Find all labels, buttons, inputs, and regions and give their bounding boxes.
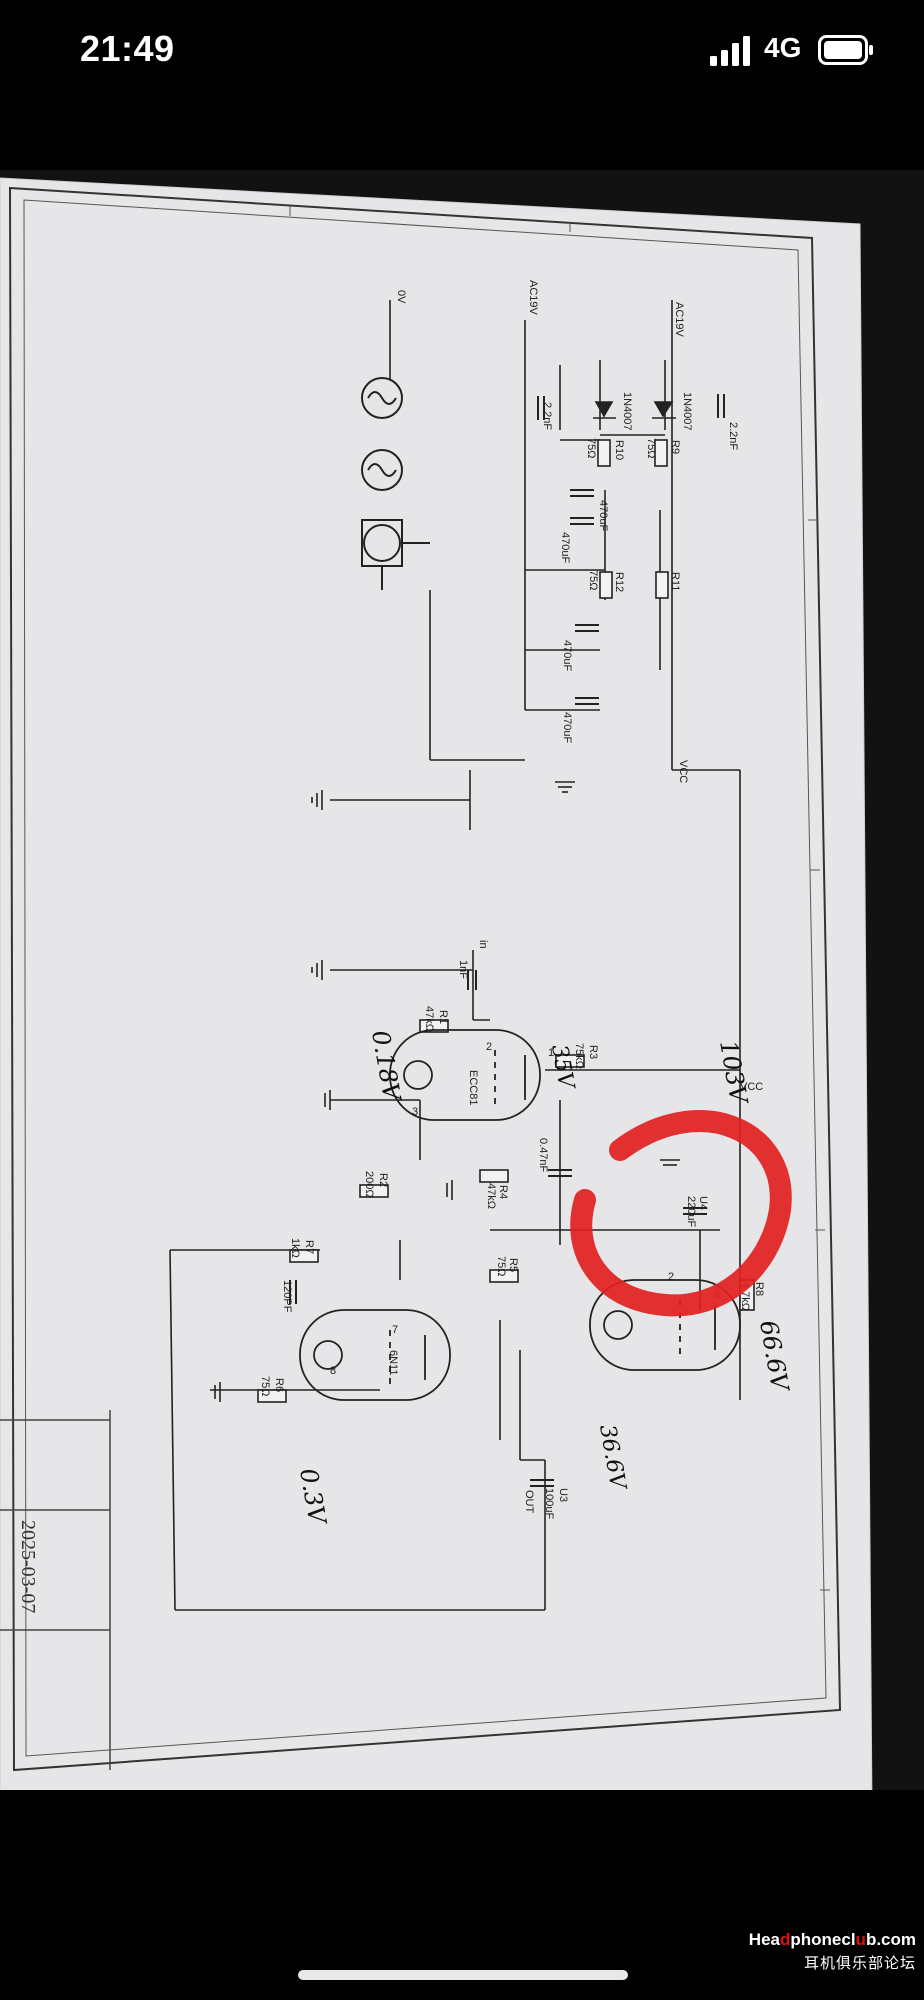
label-r1: R1 [437,1010,449,1024]
label-cap-u4: U4 [697,1196,709,1210]
label-r4: R4 [497,1185,509,1199]
label-r7: R7 [303,1240,315,1254]
label-pin-c: 1 [548,1047,554,1059]
label-r1-val: 47kΩ [423,1006,435,1032]
watermark-logo: Headphoneclub.com [749,1930,916,1950]
label-pin-d: 7 [392,1324,398,1336]
label-d2: 1N4007 [621,392,633,431]
wm-part-1: Hea [748,1930,780,1949]
title-block-date: 2025-03-07 [17,1520,39,1613]
label-cap-u3: U3 [557,1488,569,1502]
label-r6-val: 75Ω [259,1376,271,1396]
label-tube-6n11: 6N11 [387,1350,399,1375]
label-r2-val: 200Ω [363,1171,375,1198]
label-r5: R5 [507,1258,519,1272]
label-pin-a: 2 [486,1041,492,1053]
label-r7-val: 1kΩ [289,1238,301,1258]
schematic-photo: 2025-03-07 [0,170,924,1790]
home-indicator[interactable] [298,1970,628,1980]
label-r9-val: 75Ω [645,438,657,458]
label-vcc-supply: VCC [677,760,689,783]
label-d1: 1N4007 [681,392,693,431]
label-c4: 470uF [559,532,571,563]
label-r11: R11 [669,572,681,591]
label-pin-b: 3 [412,1106,418,1118]
label-c6: 470uF [561,712,573,743]
label-c1: 2.2nF [727,422,739,450]
wm-part-3: phonecl [790,1930,856,1949]
label-r3: R3 [587,1045,599,1059]
label-cap-047nf: 0.47nF [537,1138,549,1173]
label-r3-val: 75kΩ [573,1043,585,1069]
label-r2: R2 [377,1173,389,1187]
label-r12: R12 [613,572,625,592]
network-type: 4G [764,32,802,63]
label-pin-f: 8 [330,1365,336,1377]
label-c2: 2.2nF [541,402,553,430]
battery-icon [818,35,873,65]
label-output: OUT [523,1490,535,1514]
label-0v: 0V [395,290,407,304]
label-r6: R6 [273,1378,285,1392]
label-r5-val: 75Ω [495,1256,507,1276]
wm-part-4: u [855,1930,866,1949]
label-ac19v-mid: AC19V [527,280,539,316]
label-tube-ecc81: ECC81 [467,1070,479,1105]
label-cap-1nf: 1nF [457,960,469,979]
status-bar: 21:49 4G [0,0,924,110]
label-r12-val: 75Ω [587,570,599,590]
watermark-subtitle: 耳机俱乐部论坛 [803,1954,916,1972]
label-cap-u4-val: 220uF [685,1196,697,1227]
wm-part-2: d [779,1930,791,1949]
label-cap-u3-val: 100uF [543,1488,555,1519]
label-input: in [477,940,489,949]
label-pin-e: 2 [668,1271,674,1283]
label-r8: R8 [753,1282,765,1296]
wm-part-5: b.com [865,1930,916,1949]
label-r4-val: 47kΩ [485,1183,497,1209]
label-r10-val: 75Ω [585,438,597,458]
watermark: Headphoneclub.com 耳机俱乐部论坛 [749,1930,916,1973]
label-r10: R10 [613,440,625,460]
label-vcc-amp: VCC [740,1081,763,1093]
label-r9: R9 [669,440,681,454]
label-c5: 470uF [561,640,573,671]
label-ac19v-top: AC19V [673,302,685,338]
label-c3: 470uF [597,500,609,531]
label-cap-120pf: 120PF [281,1280,293,1313]
schematic-drawing: 2025-03-07 [0,177,873,1790]
signal-icon [710,36,750,66]
status-time: 21:49 [80,28,175,69]
